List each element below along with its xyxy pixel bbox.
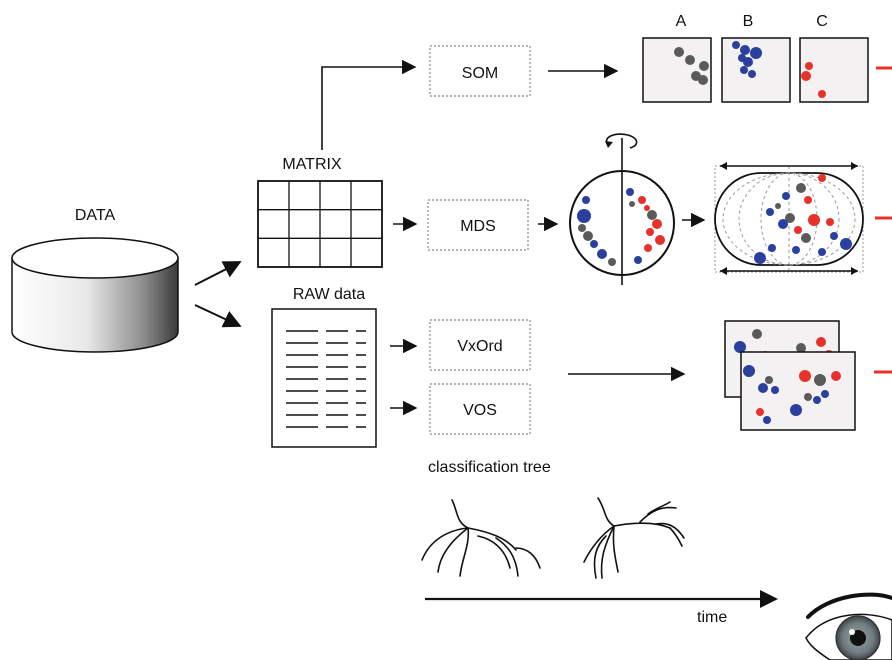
vos-map-point: [758, 383, 768, 393]
som-data-point: [732, 41, 740, 49]
classification-tree-label: classification tree: [428, 459, 551, 476]
projection-data-point: [801, 233, 811, 243]
vos-map-point: [756, 408, 764, 416]
projection-data-point: [840, 238, 852, 250]
som-data-point: [674, 47, 684, 57]
som-data-point: [748, 70, 756, 78]
matrix-to-som-arrow: [321, 59, 417, 150]
projection-data-point: [826, 218, 834, 226]
raw-data-document: [271, 308, 377, 448]
data-label: DATA: [75, 207, 116, 224]
som-data-point: [818, 90, 826, 98]
data-cylinder: [11, 237, 179, 353]
projection-data-point: [792, 246, 800, 254]
projection-data-point: [782, 192, 790, 200]
som-data-point: [801, 71, 811, 81]
eye-icon: [805, 592, 892, 660]
vos-map-point: [743, 365, 755, 377]
projection-data-point: [794, 226, 802, 234]
sphere-data-point: [578, 224, 586, 232]
sphere-data-point: [582, 196, 590, 204]
vos-map-panel: [740, 351, 856, 431]
matrix-label: MATRIX: [282, 156, 342, 173]
sphere-data-point: [597, 249, 607, 259]
som-data-point: [685, 55, 695, 65]
sphere-data-point: [638, 196, 646, 204]
time-label: time: [697, 609, 727, 626]
vos-box: [429, 383, 531, 435]
sphere-data-point: [647, 210, 657, 220]
sphere-data-point: [608, 258, 616, 266]
projection-data-point: [796, 183, 806, 193]
data-to-matrix-arrow: [194, 261, 242, 286]
classification-tree-later: [583, 497, 685, 579]
vos-label: VOS: [463, 402, 497, 419]
projection-data-point: [830, 232, 838, 240]
sphere-data-point: [655, 235, 665, 245]
projection-data-point: [778, 219, 788, 229]
vos-map-point: [831, 371, 841, 381]
sphere-data-point: [652, 219, 662, 229]
vxord-map-point: [796, 343, 806, 353]
raw-data-label: RAW data: [293, 286, 365, 303]
vxord-box: [429, 319, 531, 371]
vos-map-point: [804, 393, 812, 401]
vos-map-point: [814, 374, 826, 386]
panel-b-label: B: [743, 13, 754, 30]
rotation-arrow-icon: [605, 141, 613, 148]
som-box: [429, 45, 531, 97]
classification-tree-early: [421, 499, 541, 577]
projection-data-point: [775, 203, 781, 209]
vos-map-point: [763, 416, 771, 424]
som-data-point: [740, 45, 750, 55]
som-panel-c: [799, 37, 869, 103]
projection-data-point: [808, 214, 820, 226]
data-to-raw-arrow: [194, 304, 242, 328]
vos-map-point: [771, 386, 779, 394]
som-data-point: [743, 57, 753, 67]
vxord-label: VxOrd: [457, 338, 502, 355]
matrix-grid: [257, 180, 383, 268]
sphere-data-point: [644, 205, 650, 211]
sphere-data-point: [629, 201, 635, 207]
projection-data-point: [766, 208, 774, 216]
vxord-map-point: [734, 341, 746, 353]
som-data-point: [750, 47, 762, 59]
vos-map-point: [813, 396, 821, 404]
vxord-map-point: [816, 337, 826, 347]
projection-data-point: [804, 196, 812, 204]
vos-map-point: [790, 404, 802, 416]
projection-data-point: [754, 252, 766, 264]
vxord-map-point: [752, 329, 762, 339]
sphere-data-point: [626, 188, 634, 196]
projection-data-point: [768, 244, 776, 252]
som-data-point: [740, 66, 748, 74]
panel-c-label: C: [816, 13, 828, 30]
som-data-point: [698, 75, 708, 85]
sphere-data-point: [590, 240, 598, 248]
projection-data-point: [785, 213, 795, 223]
projection-data-point: [818, 174, 826, 182]
panel-a-label: A: [676, 13, 687, 30]
time-arrow-head: [760, 590, 778, 608]
sphere-data-point: [646, 228, 654, 236]
rotation-icon: [605, 133, 638, 149]
vos-map-point: [821, 390, 829, 398]
vos-map-point: [799, 370, 811, 382]
projection-data-point: [818, 248, 826, 256]
som-label: SOM: [462, 65, 498, 82]
sphere-data-point: [577, 209, 591, 223]
mds-label: MDS: [460, 218, 496, 235]
sphere-data-point: [644, 244, 652, 252]
som-data-point: [805, 62, 813, 70]
vos-map-point: [765, 376, 773, 384]
sphere-data-point: [583, 231, 593, 241]
sphere-data-point: [634, 256, 642, 264]
som-data-point: [699, 61, 709, 71]
mds-box: [427, 199, 529, 251]
